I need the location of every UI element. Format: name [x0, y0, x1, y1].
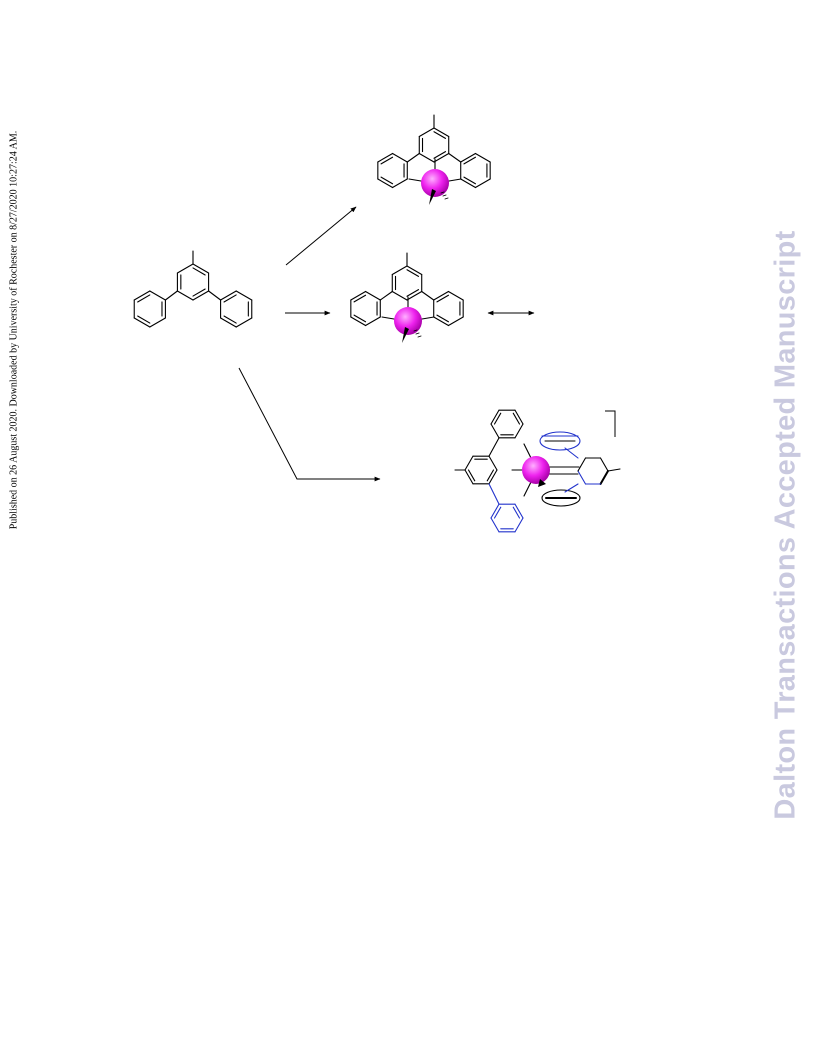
arrow-to-upper-complex	[285, 206, 357, 266]
charge-bracket	[605, 410, 616, 437]
bis-terpyridine-complex	[454, 409, 621, 533]
tridentate-complex-upper	[377, 114, 491, 205]
tridentate-complex-middle	[350, 252, 464, 343]
metal-center	[421, 169, 449, 197]
metal-center	[522, 456, 550, 484]
reaction-arrows	[238, 206, 616, 482]
arrow-to-bis-complex	[238, 367, 381, 482]
metal-center	[394, 307, 422, 335]
free-terpyridine-ligand	[133, 250, 253, 328]
